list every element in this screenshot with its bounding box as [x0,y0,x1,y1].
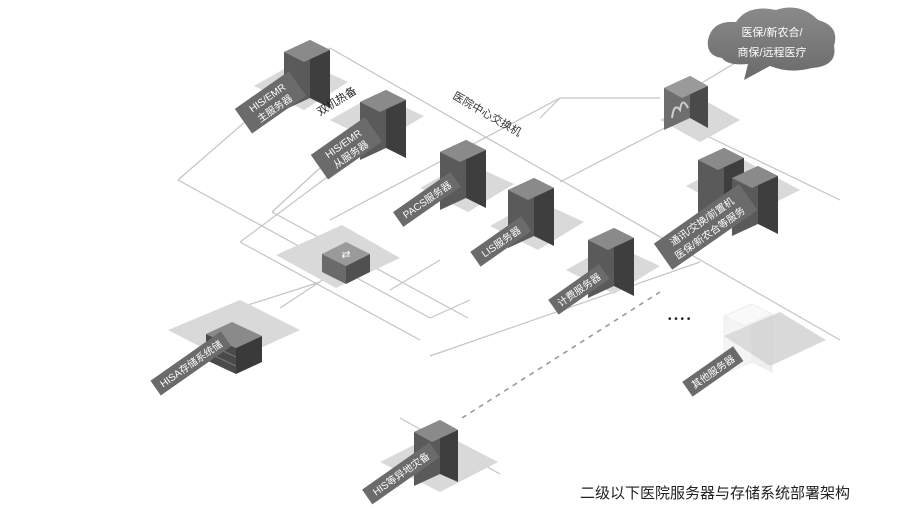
cloud-label-line1: 医保/新农合/ [741,25,803,39]
core-switch-label: 医院中心交换机 [451,88,525,139]
label-other: 其他服务器 [682,346,744,397]
diagram-title: 二级以下医院服务器与存储系统部署架构 [580,484,851,502]
server-pacs [440,140,486,210]
svg-text:⇄: ⇄ [341,249,350,261]
cloud-label-line2: 商保/远程医疗 [737,45,806,59]
firewall-icon [664,76,708,130]
core-switch-icon: ⇄ [322,242,370,284]
ellipsis-dots: • • • • [668,314,691,325]
cloud-icon: 医保/新农合/ 商保/远程医疗 [707,7,836,81]
